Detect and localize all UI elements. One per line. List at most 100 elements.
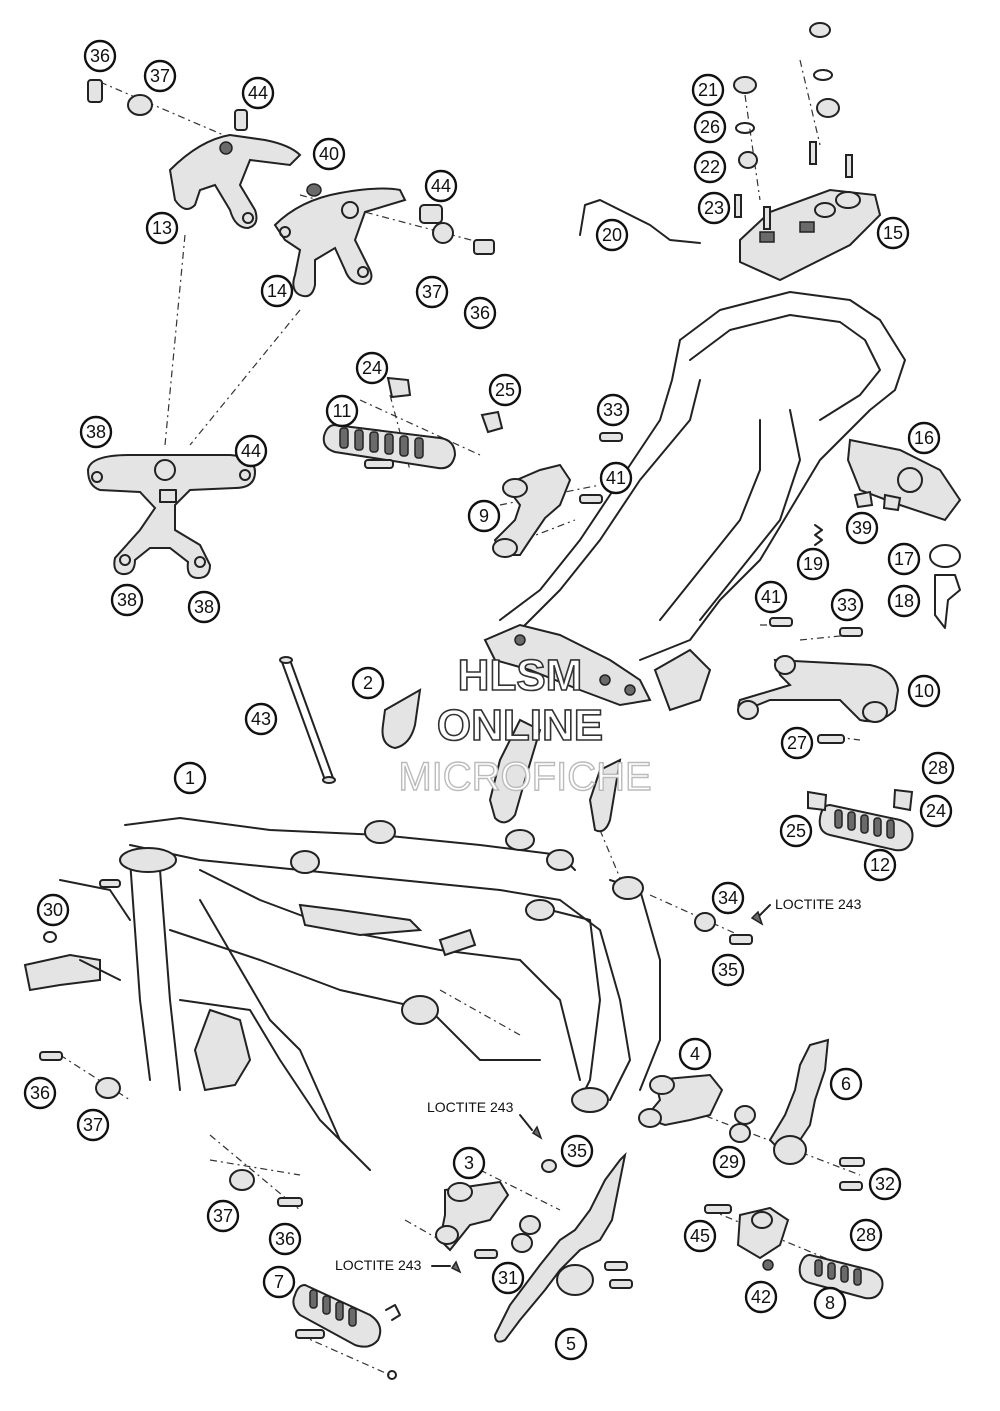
bracket-footpeg-8: [704, 1204, 884, 1300]
svg-text:30: 30: [43, 900, 63, 920]
svg-text:17: 17: [894, 549, 914, 569]
callout: 36: [268, 1222, 302, 1256]
bracket-16: [814, 438, 962, 629]
bracket-4: [638, 1073, 756, 1143]
svg-text:35: 35: [567, 1141, 587, 1161]
svg-text:6: 6: [841, 1074, 851, 1094]
callout: 40: [312, 137, 346, 171]
svg-text:26: 26: [700, 117, 720, 137]
callout: 8: [813, 1286, 847, 1320]
callout: 2: [351, 666, 385, 700]
plate-15: [733, 22, 882, 282]
svg-text:36: 36: [275, 1229, 295, 1249]
watermark: HLSM ONLINE MICROFICHE: [398, 650, 653, 800]
svg-text:25: 25: [495, 380, 515, 400]
svg-text:19: 19: [803, 554, 823, 574]
callout: 7: [262, 1265, 296, 1299]
watermark-line1: HLSM: [458, 651, 583, 700]
bracket-14: [273, 187, 407, 298]
callout: 36: [83, 39, 117, 73]
svg-text:22: 22: [700, 157, 720, 177]
callout: 28: [921, 751, 955, 785]
svg-text:5: 5: [566, 1334, 576, 1354]
lever-6: [768, 1038, 865, 1191]
callout: 38: [187, 590, 221, 624]
bracket-9: [492, 432, 623, 558]
callout: 1: [173, 761, 207, 795]
svg-text:45: 45: [690, 1226, 710, 1246]
subframe-2: [381, 291, 906, 833]
callout: 34: [711, 881, 745, 915]
svg-text:10: 10: [914, 681, 934, 701]
callout: 43: [244, 702, 278, 736]
loctite-notes: LOCTITE 243 LOCTITE 243 LOCTITE 243: [335, 896, 862, 1273]
callout: 36: [23, 1076, 57, 1110]
callout: 10: [907, 674, 941, 708]
callout: 18: [887, 584, 921, 618]
svg-text:40: 40: [319, 144, 339, 164]
svg-text:39: 39: [852, 518, 872, 538]
svg-text:18: 18: [894, 591, 914, 611]
callout: 23: [697, 191, 731, 225]
svg-text:36: 36: [470, 303, 490, 323]
svg-text:44: 44: [248, 83, 268, 103]
svg-text:11: 11: [333, 401, 352, 421]
callout: 14: [260, 274, 294, 308]
watermark-line3: MICROFICHE: [398, 755, 651, 799]
svg-text:35: 35: [718, 960, 738, 980]
callout: 26: [693, 110, 727, 144]
bolts-and-spacers-frame: [39, 910, 764, 1274]
callout: 37: [76, 1108, 110, 1142]
callout: 13: [145, 211, 179, 245]
rod-43: [279, 656, 336, 784]
main-frame-1: [23, 817, 661, 1171]
callout: 19: [796, 547, 830, 581]
svg-text:21: 21: [698, 80, 718, 100]
callout: 9: [467, 499, 501, 533]
plate-38: [86, 454, 257, 580]
svg-text:29: 29: [719, 1152, 739, 1172]
callout: 36: [463, 296, 497, 330]
svg-text:12: 12: [870, 855, 890, 875]
callout: 29: [712, 1145, 746, 1179]
callout: 25: [779, 814, 813, 848]
svg-text:36: 36: [30, 1083, 50, 1103]
callouts: 1 2 3 4 5 6 7 8 9 10 11 12 13 14 15 16 1…: [23, 39, 955, 1361]
svg-text:7: 7: [274, 1272, 284, 1292]
svg-text:16: 16: [914, 428, 934, 448]
spacers-top-left: [87, 79, 495, 255]
svg-text:24: 24: [362, 358, 382, 378]
callout: 17: [887, 542, 921, 576]
svg-text:24: 24: [926, 801, 946, 821]
note-loctite-center: LOCTITE 243: [427, 1099, 514, 1115]
watermark-line2: ONLINE: [437, 701, 603, 750]
footpeg-11: [322, 376, 504, 470]
svg-text:33: 33: [837, 595, 857, 615]
callout: 44: [241, 76, 275, 110]
svg-text:38: 38: [117, 590, 137, 610]
callout: 25: [488, 373, 522, 407]
callout: 22: [693, 150, 727, 184]
callout: 45: [683, 1219, 717, 1253]
callout: 33: [830, 588, 864, 622]
callout: 35: [560, 1134, 594, 1168]
svg-text:28: 28: [928, 758, 948, 778]
bracket-13: [168, 133, 302, 230]
svg-text:23: 23: [704, 198, 724, 218]
svg-text:44: 44: [431, 176, 451, 196]
callout: 15: [876, 216, 910, 250]
callout: 24: [919, 794, 953, 828]
svg-text:38: 38: [194, 597, 214, 617]
svg-text:37: 37: [83, 1115, 103, 1135]
callout: 31: [491, 1261, 525, 1295]
callout: 37: [206, 1199, 240, 1233]
bracket-10: [737, 617, 900, 744]
callout: 6: [829, 1067, 863, 1101]
svg-text:14: 14: [267, 281, 287, 301]
svg-text:38: 38: [86, 422, 106, 442]
svg-text:9: 9: [479, 506, 489, 526]
svg-text:44: 44: [241, 441, 261, 461]
svg-text:20: 20: [602, 225, 622, 245]
svg-text:15: 15: [883, 223, 903, 243]
